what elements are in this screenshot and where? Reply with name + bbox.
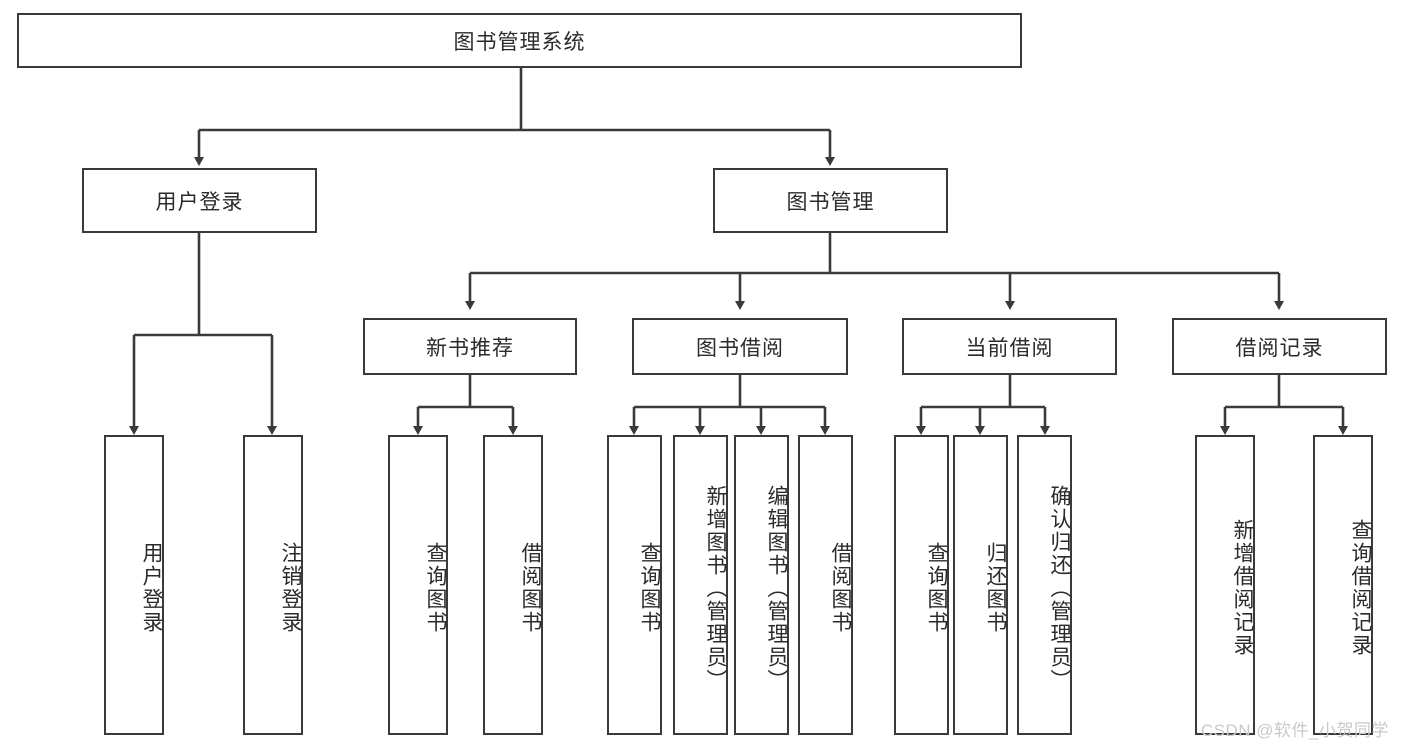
- node-label: 用户登录: [155, 190, 244, 214]
- node-book-management[interactable]: 图书管理: [713, 168, 948, 233]
- node-label: 借阅图书: [519, 542, 542, 634]
- leaf-current-borrow-query-book[interactable]: 查询图书: [894, 435, 949, 735]
- leaf-new-book-borrow-book[interactable]: 借阅图书: [483, 435, 543, 735]
- node-label: 图书管理: [786, 190, 875, 214]
- node-label: 当前借阅: [965, 336, 1054, 360]
- node-book-borrow[interactable]: 图书借阅: [632, 318, 848, 375]
- leaf-user-login-login[interactable]: 用户登录: [104, 435, 164, 735]
- leaf-current-borrow-confirm-return-admin[interactable]: 确认归还（管理员）: [1017, 435, 1072, 735]
- node-current-borrow[interactable]: 当前借阅: [902, 318, 1117, 375]
- leaf-borrow-record-add-record[interactable]: 新增借阅记录: [1195, 435, 1255, 735]
- node-label: 查询图书: [638, 542, 661, 634]
- node-new-book-recommend[interactable]: 新书推荐: [363, 318, 577, 375]
- leaf-book-borrow-edit-book-admin[interactable]: 编辑图书（管理员）: [734, 435, 789, 735]
- node-label: 用户登录: [140, 542, 163, 634]
- node-borrow-record[interactable]: 借阅记录: [1172, 318, 1387, 375]
- node-label: 新增借阅记录: [1231, 519, 1254, 657]
- node-label: 借阅图书: [829, 542, 852, 634]
- node-label: 图书管理系统: [453, 30, 586, 54]
- node-label: 编辑图书（管理员）: [765, 484, 788, 692]
- node-label: 查询图书: [424, 542, 447, 634]
- leaf-user-login-logout[interactable]: 注销登录: [243, 435, 303, 735]
- leaf-borrow-record-query-record[interactable]: 查询借阅记录: [1313, 435, 1373, 735]
- node-label: 查询图书: [925, 542, 948, 634]
- node-label: 新增图书（管理员）: [704, 484, 727, 692]
- node-label: 归还图书: [984, 542, 1007, 634]
- node-user-login[interactable]: 用户登录: [82, 168, 317, 233]
- leaf-new-book-query-book[interactable]: 查询图书: [388, 435, 448, 735]
- node-root-book-management-system[interactable]: 图书管理系统: [17, 13, 1022, 68]
- node-label: 图书借阅: [696, 336, 784, 360]
- leaf-book-borrow-borrow-book[interactable]: 借阅图书: [798, 435, 853, 735]
- node-label: 查询借阅记录: [1349, 519, 1372, 657]
- node-label: 注销登录: [279, 542, 302, 634]
- leaf-book-borrow-add-book-admin[interactable]: 新增图书（管理员）: [673, 435, 728, 735]
- node-label: 借阅记录: [1235, 336, 1324, 360]
- leaf-current-borrow-return-book[interactable]: 归还图书: [953, 435, 1008, 735]
- node-label: 新书推荐: [426, 336, 514, 360]
- leaf-book-borrow-query-book[interactable]: 查询图书: [607, 435, 662, 735]
- node-label: 确认归还（管理员）: [1048, 484, 1071, 692]
